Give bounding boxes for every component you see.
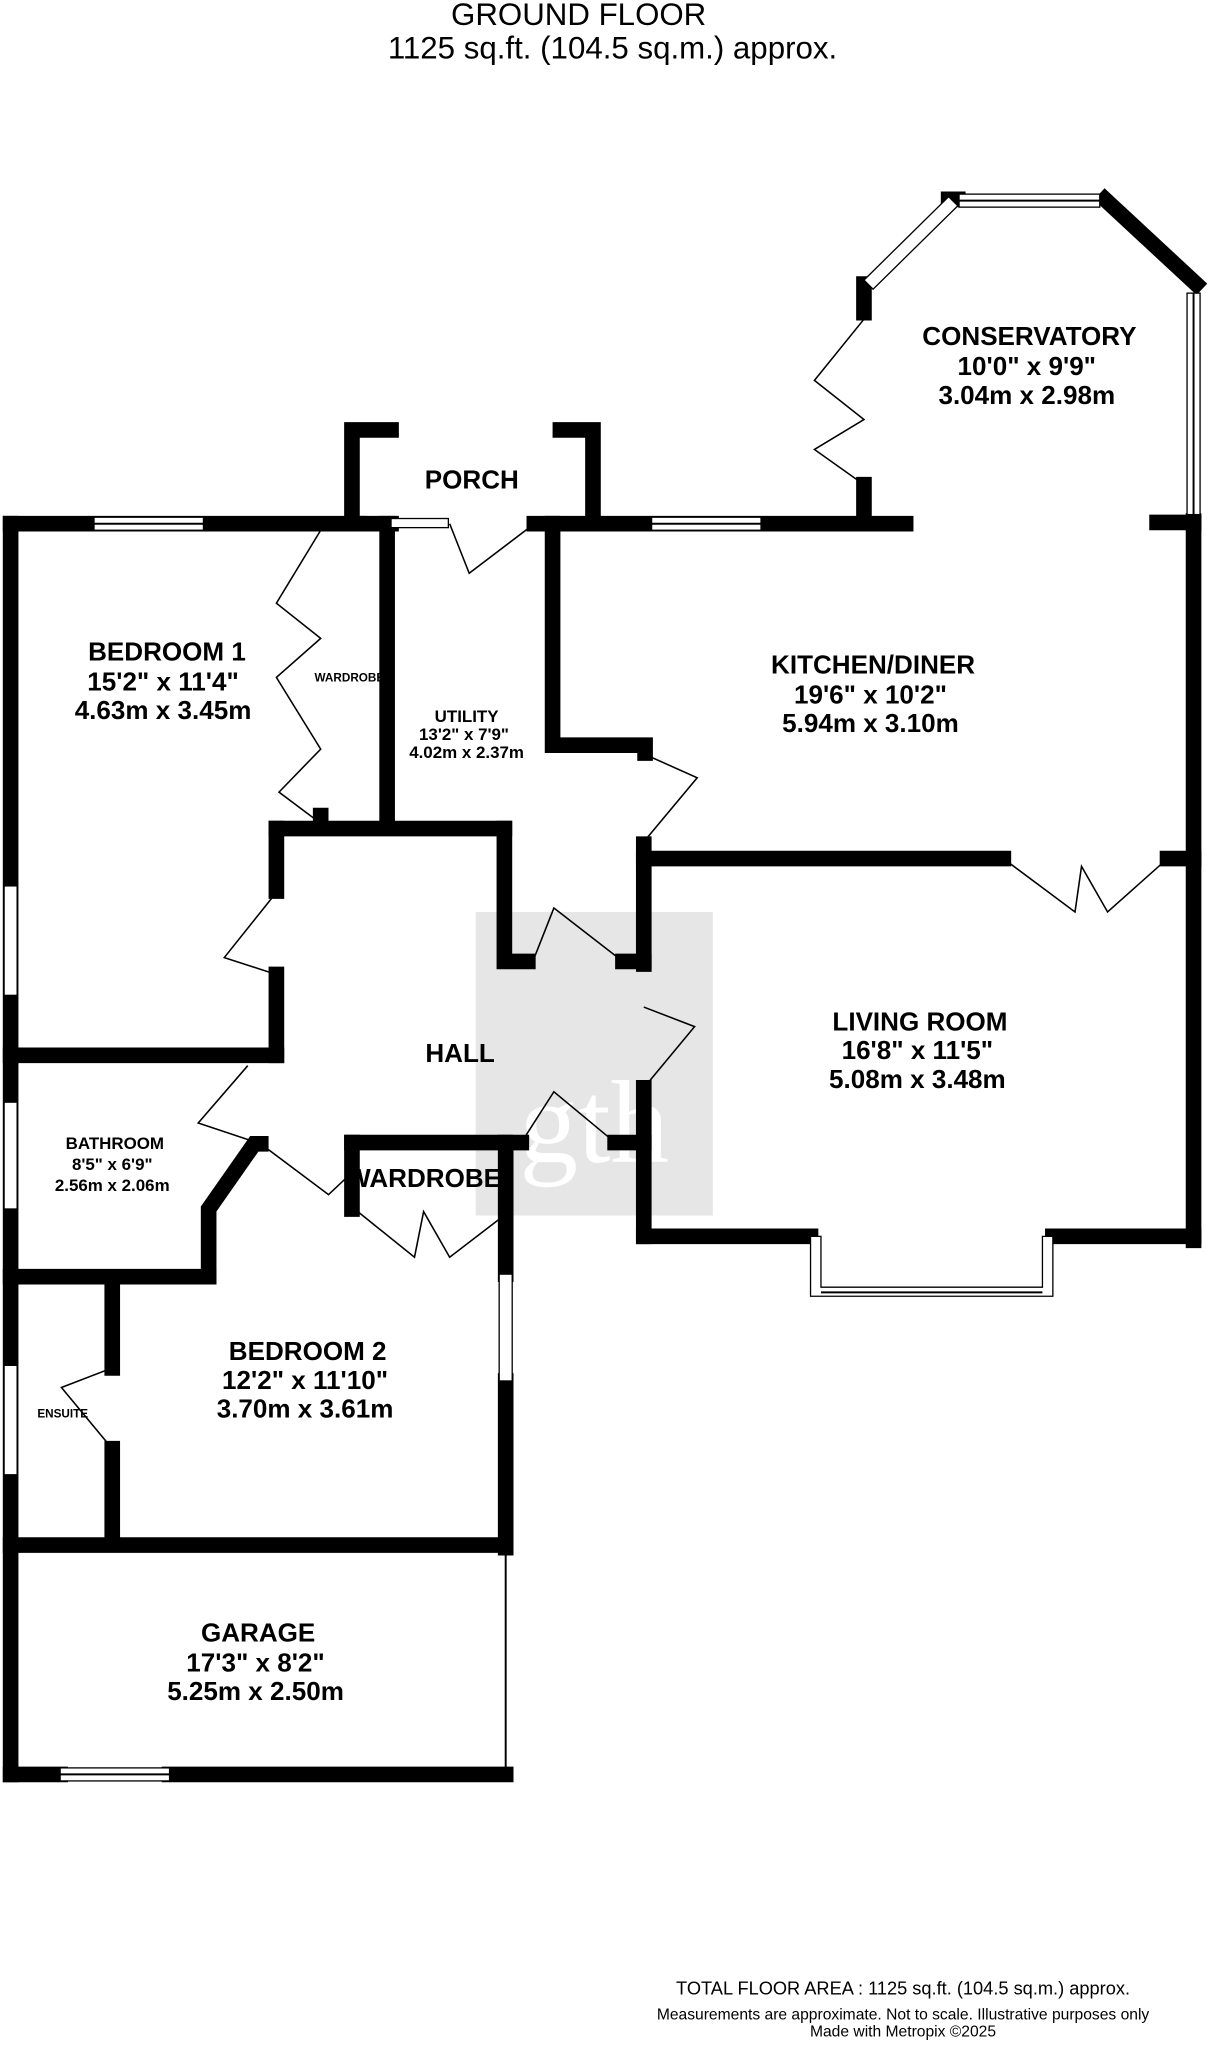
svg-text:GARAGE: GARAGE	[201, 1618, 315, 1648]
svg-text:3.04m x 2.98m: 3.04m x 2.98m	[938, 380, 1115, 410]
windows	[3, 193, 1201, 1782]
svg-text:2.56m x 2.06m: 2.56m x 2.06m	[55, 1176, 170, 1195]
svg-text:15'2" x 11'4": 15'2" x 11'4"	[87, 666, 239, 696]
svg-text:5.25m x 2.50m: 5.25m x 2.50m	[167, 1676, 344, 1706]
floor-title: GROUND FLOOR	[451, 0, 706, 32]
room-utility: UTILITY 13'2" x 7'9" 4.02m x 2.37m	[409, 707, 524, 762]
room-bathroom: BATHROOM 8'5" x 6'9" 2.56m x 2.06m	[55, 1134, 170, 1195]
room-porch: PORCH	[425, 465, 519, 495]
total-floor-area: TOTAL FLOOR AREA : 1125 sq.ft. (104.5 sq…	[676, 1978, 1130, 1999]
svg-text:3.70m x 3.61m: 3.70m x 3.61m	[217, 1393, 394, 1423]
floor-area: 1125 sq.ft. (104.5 sq.m.) approx.	[388, 31, 837, 66]
walls	[2, 188, 1208, 1783]
room-wardrobe-1: WARDROBE	[315, 671, 385, 684]
doors	[60, 318, 1169, 1450]
room-garage: GARAGE 17'3" x 8'2" 5.25m x 2.50m	[167, 1618, 344, 1707]
svg-text:10'0" x 9'9": 10'0" x 9'9"	[958, 351, 1096, 381]
svg-text:13'2" x 7'9": 13'2" x 7'9"	[419, 725, 509, 744]
svg-text:LIVING ROOM: LIVING ROOM	[832, 1007, 1007, 1037]
room-ensuite: ENSUITE	[37, 1407, 88, 1420]
room-living-room: LIVING ROOM 16'8" x 11'5" 5.08m x 3.48m	[829, 1007, 1007, 1094]
svg-text:19'6" x 10'2": 19'6" x 10'2"	[794, 680, 947, 710]
room-bedroom-2: BEDROOM 2 12'2" x 11'10" 3.70m x 3.61m	[217, 1336, 394, 1423]
svg-text:5.08m x 3.48m: 5.08m x 3.48m	[829, 1064, 1006, 1094]
svg-text:4.63m x 3.45m: 4.63m x 3.45m	[75, 695, 252, 725]
svg-text:16'8" x 11'5": 16'8" x 11'5"	[842, 1035, 994, 1065]
svg-text:CONSERVATORY: CONSERVATORY	[922, 321, 1136, 351]
svg-text:BEDROOM 1: BEDROOM 1	[88, 637, 246, 667]
svg-text:UTILITY: UTILITY	[435, 707, 500, 726]
svg-text:BATHROOM: BATHROOM	[66, 1134, 164, 1153]
room-conservatory: CONSERVATORY 10'0" x 9'9" 3.04m x 2.98m	[922, 321, 1136, 410]
svg-text:4.02m x 2.37m: 4.02m x 2.37m	[409, 743, 524, 762]
credit: Made with Metropix ©2025	[810, 2023, 996, 2040]
room-kitchen-diner: KITCHEN/DINER 19'6" x 10'2" 5.94m x 3.10…	[771, 650, 975, 739]
svg-text:BEDROOM 2: BEDROOM 2	[229, 1336, 387, 1366]
svg-text:12'2" x 11'10": 12'2" x 11'10"	[222, 1365, 388, 1395]
svg-text:8'5" x 6'9": 8'5" x 6'9"	[72, 1155, 153, 1174]
room-bedroom-1: BEDROOM 1 15'2" x 11'4" 4.63m x 3.45m	[75, 637, 252, 726]
room-hall: HALL	[425, 1038, 495, 1068]
svg-text:5.94m x 3.10m: 5.94m x 3.10m	[782, 708, 959, 738]
svg-text:KITCHEN/DINER: KITCHEN/DINER	[771, 650, 975, 680]
disclaimer: Measurements are approximate. Not to sca…	[657, 2006, 1150, 2023]
room-wardrobe-2: WARDROBE	[346, 1163, 501, 1193]
svg-text:17'3" x 8'2": 17'3" x 8'2"	[186, 1647, 324, 1677]
